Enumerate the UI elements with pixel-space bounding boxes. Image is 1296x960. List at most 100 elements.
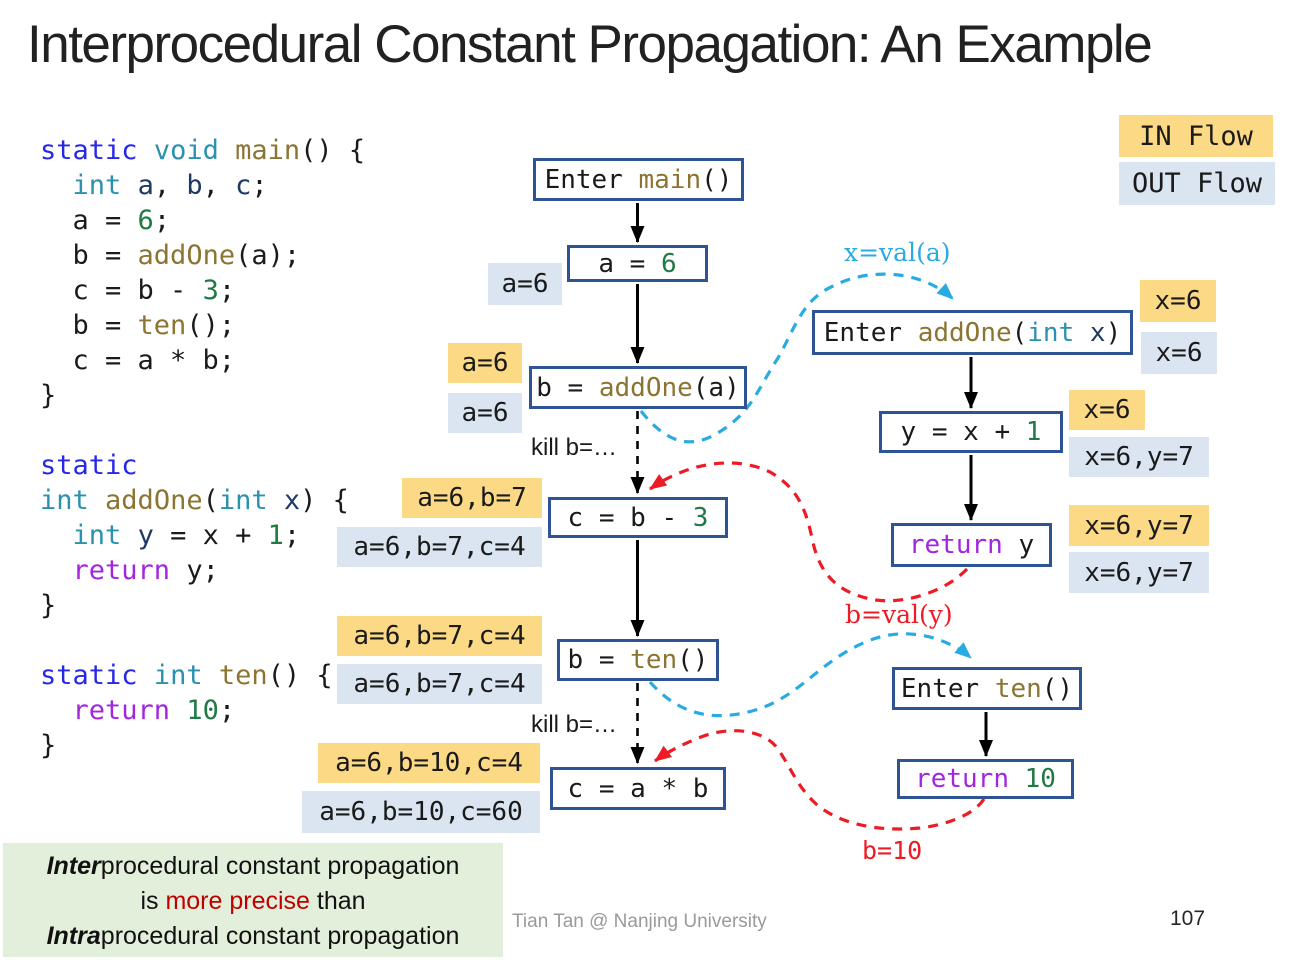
code-token: (a) xyxy=(692,372,740,403)
code-token: void xyxy=(153,135,219,166)
code-token: b = xyxy=(40,310,138,341)
return-edge-label-ten: b=10 xyxy=(862,836,923,865)
code-token: 3 xyxy=(202,275,219,306)
flow-label-out-15: x=6,y=7 xyxy=(1069,552,1209,593)
code-token: addOne xyxy=(105,485,203,516)
code-token: a = xyxy=(598,248,661,279)
code-token: () xyxy=(701,164,733,195)
footer-credit: Tian Tan @ Nanjing University xyxy=(512,911,767,932)
page-title: Interprocedural Constant Propagation: An… xyxy=(27,15,1153,74)
call-edge-label: x=val(a) xyxy=(844,238,951,267)
code-token: b = xyxy=(567,645,631,675)
code-token xyxy=(89,485,105,516)
code-token: Enter xyxy=(823,317,918,348)
flow-label-out-3: a=6 xyxy=(448,393,522,433)
cfg-node-c-a-b: c = a * b xyxy=(550,767,726,810)
code-token xyxy=(1009,764,1025,794)
code-line-12: int y = x + 1; xyxy=(40,518,365,553)
cfg-node-enter-main: Enter main() xyxy=(533,158,744,201)
kill-annotation-2: kill b=… xyxy=(531,711,618,738)
code-token: 10 xyxy=(1024,764,1056,794)
caption-more-precise: more precise xyxy=(165,887,310,915)
code-line-10: static xyxy=(40,448,365,483)
code-token: , xyxy=(153,170,187,201)
cfg-node-a-6: a = 6 xyxy=(567,245,708,282)
code-panel: static void main() { int a, b, c; a = 6;… xyxy=(40,133,365,763)
flow-label-out-5: a=6,b=7,c=4 xyxy=(337,527,542,567)
code-token: a xyxy=(137,170,154,201)
caption-line-3: Intraprocedural constant propagation xyxy=(3,919,503,954)
code-token: ; xyxy=(251,170,268,201)
code-token: b = xyxy=(536,372,599,403)
cfg-node-b-addone: b = addOne(a) xyxy=(529,366,747,409)
code-token: (a); xyxy=(235,240,301,271)
code-token: c = a * b xyxy=(567,773,709,804)
code-token: c xyxy=(235,170,252,201)
code-token: ; xyxy=(218,275,236,306)
code-line-18: } xyxy=(40,728,365,763)
return-edge-label-addone: b=val(y) xyxy=(845,600,953,629)
code-token: ) xyxy=(1105,317,1122,348)
code-token: 1 xyxy=(267,520,284,551)
code-token: y xyxy=(137,520,154,551)
cfg-node-c-b-3: c = b - 3 xyxy=(548,497,728,538)
cfg-node-b-ten: b = ten() xyxy=(557,639,719,681)
code-line-5: c = b - 3; xyxy=(40,273,365,308)
code-token xyxy=(40,555,73,586)
code-token: return xyxy=(72,695,171,726)
code-token: } xyxy=(40,730,57,761)
code-token xyxy=(40,520,73,551)
code-token: y; xyxy=(170,555,219,586)
code-line-14: } xyxy=(40,588,365,623)
code-token: b = xyxy=(40,240,138,271)
code-token: return xyxy=(908,530,1003,560)
cfg-node-y-x-1: y = x + 1 xyxy=(879,411,1063,453)
caption-line3-rest: procedural constant propagation xyxy=(100,922,460,950)
code-token xyxy=(203,660,219,691)
code-token: (); xyxy=(186,310,236,341)
code-token xyxy=(40,695,73,726)
code-token: a = xyxy=(40,205,138,236)
code-token: ten xyxy=(137,310,187,341)
code-token: ten xyxy=(218,660,268,691)
cfg-node-return-10: return 10 xyxy=(897,759,1074,799)
code-token: int xyxy=(153,660,203,691)
flow-label-in-14: x=6,y=7 xyxy=(1069,505,1209,546)
page-number: 107 xyxy=(1170,907,1206,930)
code-token: y xyxy=(1002,530,1035,560)
code-token: c = a * b; xyxy=(40,345,236,376)
flow-label-in-12: x=6 xyxy=(1069,390,1145,430)
code-token: return xyxy=(915,764,1009,794)
code-line-4: b = addOne(a); xyxy=(40,238,365,273)
code-line-16: static int ten() { xyxy=(40,658,365,693)
code-token xyxy=(138,660,154,691)
code-token: ( xyxy=(1011,317,1028,348)
kill-annotation-1: kill b=… xyxy=(531,434,618,461)
flow-label-in-4: a=6,b=7 xyxy=(402,478,542,518)
code-token: () { xyxy=(267,660,333,691)
code-token: ; xyxy=(283,520,301,551)
caption-line2-post: than xyxy=(309,887,366,915)
caption-line1-rest: procedural constant propagation xyxy=(100,852,460,880)
code-token: main xyxy=(638,164,702,195)
code-line-17: return 10; xyxy=(40,693,365,728)
code-token: () xyxy=(1041,673,1074,704)
code-token: static xyxy=(40,660,138,691)
code-token: Enter xyxy=(900,673,995,704)
flow-label-out-9: a=6,b=10,c=60 xyxy=(302,791,540,833)
code-token xyxy=(1074,318,1090,348)
flow-label-out-1: a=6 xyxy=(488,263,562,305)
code-token: 6 xyxy=(660,248,677,279)
caption-box: Interprocedural constant propagation is … xyxy=(3,843,503,957)
flow-label-in-10: x=6 xyxy=(1140,280,1216,322)
caption-line-1: Interprocedural constant propagation xyxy=(3,849,503,884)
flow-label-out-11: x=6 xyxy=(1141,332,1217,374)
legend-out-flow: OUT Flow xyxy=(1119,162,1275,205)
code-token: = x + xyxy=(153,520,268,551)
code-token: ; xyxy=(153,205,171,236)
code-token: 10 xyxy=(186,695,219,726)
code-token xyxy=(170,695,186,726)
code-line-11: int addOne(int x) { xyxy=(40,483,365,518)
code-token: x xyxy=(1089,317,1106,348)
